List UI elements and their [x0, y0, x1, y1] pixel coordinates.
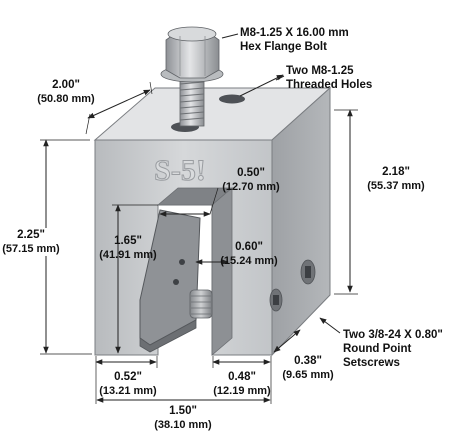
side-setscrews: [269, 259, 316, 312]
brand-logo: S-5!: [154, 154, 206, 187]
threaded-hole-back: [219, 94, 245, 104]
jaw-plate: [139, 209, 201, 353]
setscrews-callout-line3: Setscrews: [343, 357, 400, 369]
bolt-callout: M8-1.25 X 16.00 mm Hex Flange Bolt: [240, 26, 349, 54]
dim-width-total-metric: (38.10 mm): [154, 419, 212, 431]
dim-slot-mid-metric: (15.24 mm): [220, 255, 278, 267]
dim-slot-mid-imperial: 0.60": [235, 241, 263, 253]
hex-flange-bolt: [160, 26, 224, 127]
holes-callout-line1: Two M8-1.25: [286, 65, 354, 77]
bolt-callout-line2: Hex Flange Bolt: [240, 41, 327, 53]
bolt-callout-line1: M8-1.25 X 16.00 mm: [240, 27, 349, 39]
dim-leg-right-metric: (12.19 mm): [213, 385, 271, 397]
dim-side-offset-metric: (9.65 mm): [282, 369, 334, 381]
dim-depth-top-metric: (50.80 mm): [37, 93, 95, 105]
setscrew-tip: [189, 289, 213, 319]
dim-leg-left: 0.52" (13.21 mm): [94, 370, 162, 398]
dim-height-body: 2.18" (55.37 mm): [356, 165, 436, 193]
clamp-body: [93, 86, 332, 357]
dim-height-body-imperial: 2.18": [382, 166, 410, 178]
dim-slot-mid: 0.60" (15.24 mm): [212, 240, 286, 268]
dim-slot-depth-metric: (41.91 mm): [99, 249, 157, 261]
setscrews-callout-line1: Two 3/8-24 X 0.80": [343, 329, 443, 341]
dim-side-offset: 0.38" (9.65 mm): [276, 354, 340, 382]
dim-height-total: 2.25" (57.15 mm): [0, 228, 62, 256]
dim-height-total-imperial: 2.25": [17, 229, 45, 241]
dim-leg-left-metric: (13.21 mm): [99, 385, 157, 397]
slot-back-wall: [211, 187, 233, 356]
dim-width-total-imperial: 1.50": [169, 405, 197, 417]
dim-height-total-metric: (57.15 mm): [2, 243, 60, 255]
dim-slot-depth: 1.65" (41.91 mm): [94, 234, 162, 262]
setscrews-callout: Two 3/8-24 X 0.80" Round Point Setscrews: [343, 328, 443, 370]
setscrews-callout-line2: Round Point: [343, 343, 412, 355]
dim-slot-width: 0.50" (12.70 mm): [214, 166, 288, 194]
holes-callout-line2: Threaded Holes: [286, 79, 373, 91]
dim-height-body-metric: (55.37 mm): [367, 180, 425, 192]
holes-callout: Two M8-1.25 Threaded Holes: [286, 64, 372, 92]
dim-slot-width-imperial: 0.50": [237, 167, 265, 179]
dim-width-total: 1.50" (38.10 mm): [146, 404, 220, 432]
dim-slot-depth-imperial: 1.65": [114, 235, 142, 247]
dim-depth-top-imperial: 2.00": [52, 79, 80, 91]
dim-slot-width-metric: (12.70 mm): [222, 181, 280, 193]
dim-depth-top: 2.00" (50.80 mm): [26, 78, 106, 106]
dim-leg-left-imperial: 0.52": [114, 371, 142, 383]
dim-leg-right: 0.48" (12.19 mm): [208, 370, 276, 398]
dim-leg-right-imperial: 0.48": [228, 371, 256, 383]
dim-side-offset-imperial: 0.38": [294, 355, 322, 367]
